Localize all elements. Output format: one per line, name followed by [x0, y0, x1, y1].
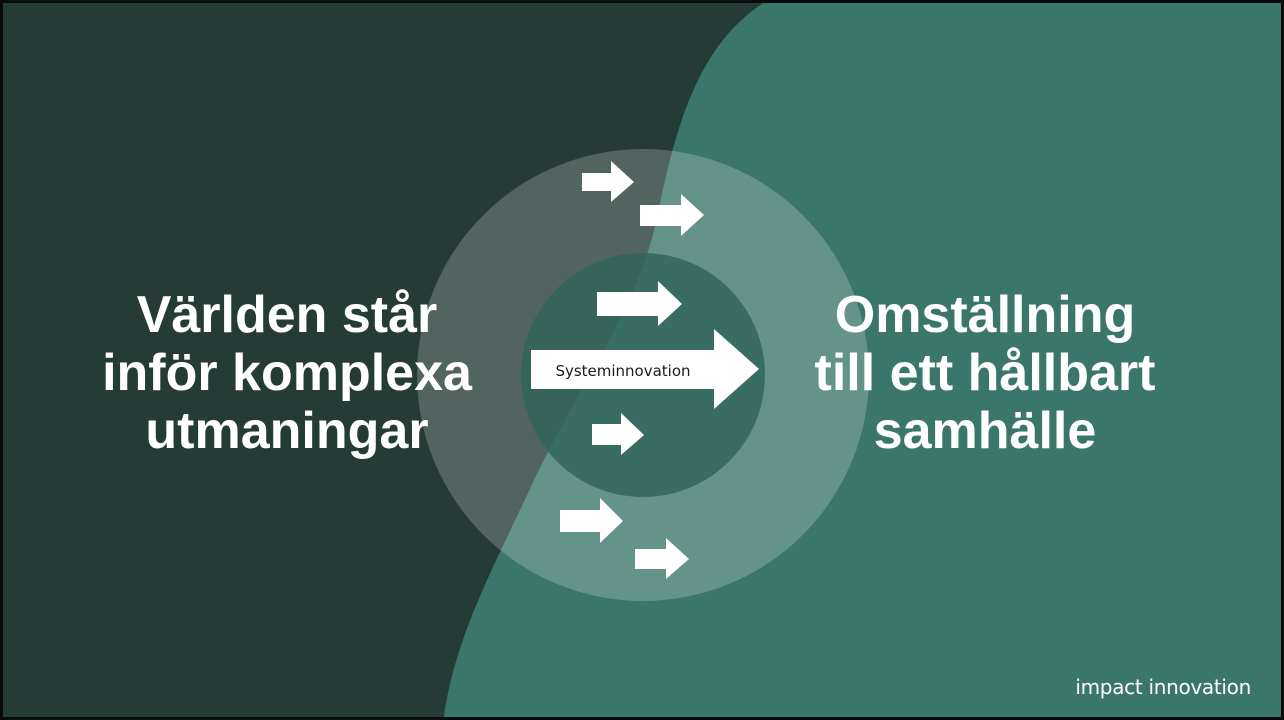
left-heading-line: utmaningar: [145, 402, 429, 460]
right-heading: Omställning till ett hållbart samhälle: [765, 286, 1205, 460]
arrow-right-icon: [582, 161, 634, 202]
left-heading-line: inför komplexa: [102, 344, 472, 402]
arrow-right-icon: [560, 498, 623, 543]
teal-wave-shape: [443, 3, 1281, 717]
right-heading-line: till ett hållbart: [814, 344, 1156, 402]
arrow-right-icon: [531, 329, 759, 409]
arrow-right-icon: [640, 194, 704, 236]
arrow-right-icon: [597, 281, 682, 326]
right-heading-line: samhälle: [873, 402, 1097, 460]
left-heading-line: Världen står: [136, 286, 438, 344]
systeminnovation-label: Systeminnovation: [555, 362, 691, 380]
impact-innovation-logo: impact innovation: [1075, 675, 1251, 699]
arrow-right-icon: [635, 538, 689, 579]
left-heading: Världen står inför komplexa utmaningar: [67, 286, 507, 460]
background-graphics: [3, 3, 1281, 717]
arrow-right-icon: [592, 413, 644, 455]
right-heading-line: Omställning: [834, 286, 1136, 344]
